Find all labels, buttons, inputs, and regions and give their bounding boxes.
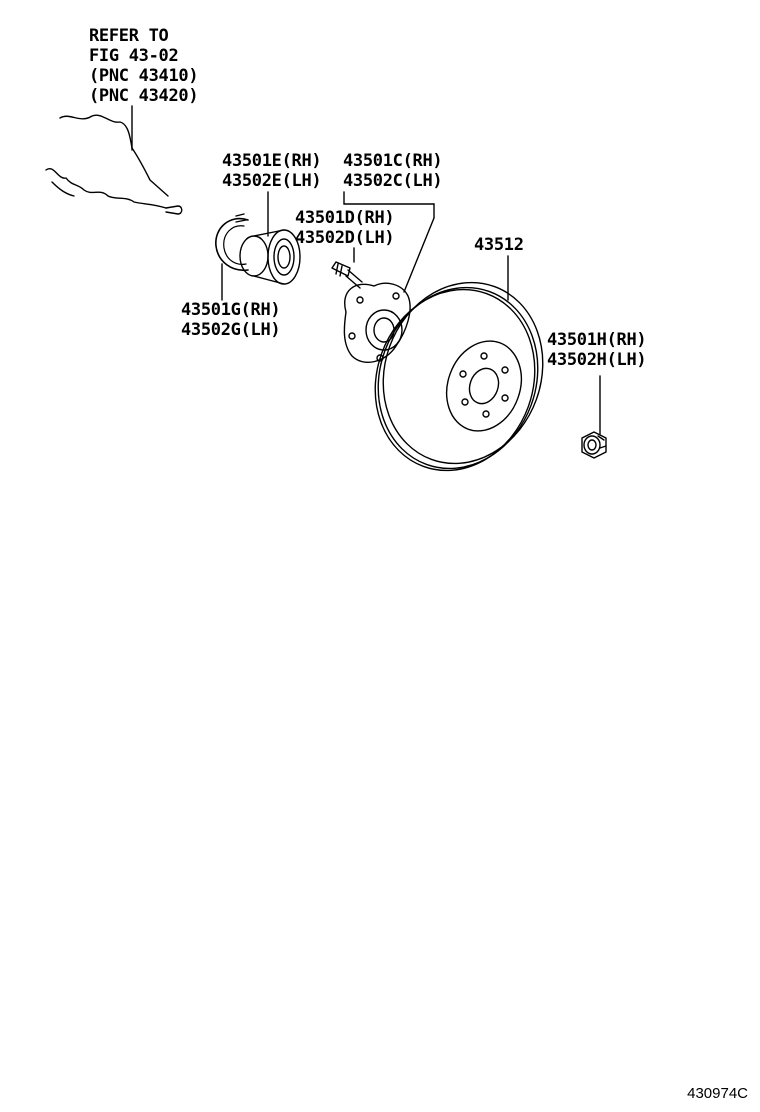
- steering-knuckle-reference: [45, 114, 183, 215]
- callout-refer-line-3: (PNC 43410): [89, 66, 199, 86]
- callout-nut-rh: 43501H(RH): [547, 330, 647, 350]
- brake-disc-rotor: [374, 281, 544, 472]
- callout-hub-rh: 43501C(RH): [343, 151, 443, 171]
- wheel-bearing: [239, 229, 301, 285]
- callout-snap-ring-rh: 43501G(RH): [181, 300, 281, 320]
- leader-hub-bracket: [343, 191, 435, 293]
- callout-bearing-rh: 43501E(RH): [222, 151, 322, 171]
- callout-refer-line-1: REFER TO: [89, 26, 169, 46]
- callout-refer-line-2: FIG 43-02: [89, 46, 179, 66]
- snap-ring: [215, 213, 249, 271]
- callout-snap-ring-lh: 43502G(LH): [181, 320, 281, 340]
- callout-bolt-rh: 43501D(RH): [295, 208, 395, 228]
- callout-bearing-lh: 43502E(LH): [222, 171, 322, 191]
- callout-hub-lh: 43502C(LH): [343, 171, 443, 191]
- hub-bolt: [331, 261, 363, 289]
- callout-refer-line-4: (PNC 43420): [89, 86, 199, 106]
- hub-nut: [581, 431, 607, 459]
- axle-hub: [343, 282, 411, 364]
- figure-id: 430974C: [687, 1085, 748, 1102]
- callout-nut-lh: 43502H(LH): [547, 350, 647, 370]
- callout-bolt-lh: 43502D(LH): [295, 228, 395, 248]
- callout-rotor: 43512: [474, 235, 524, 255]
